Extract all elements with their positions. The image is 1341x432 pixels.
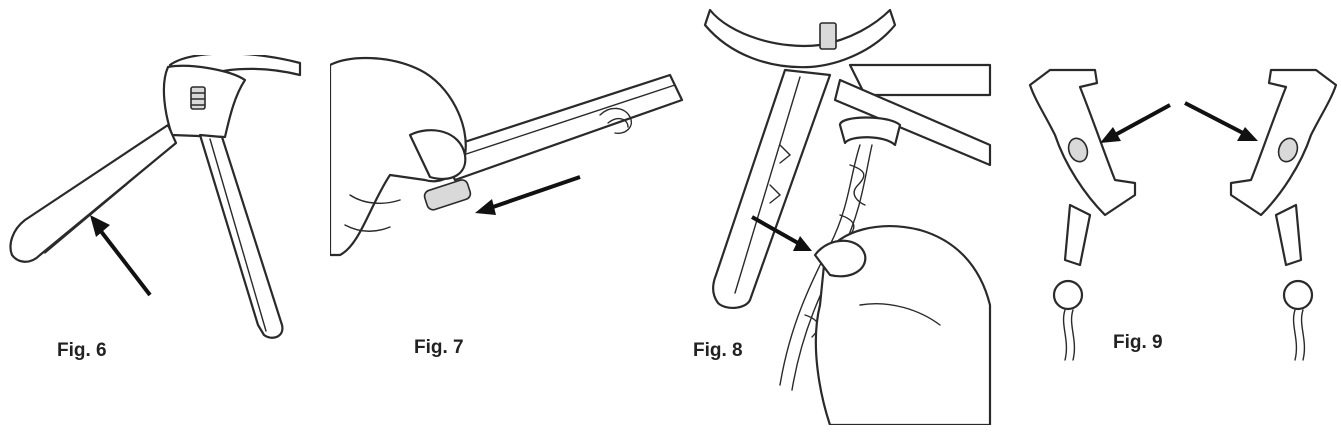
figure-6 [0, 55, 320, 355]
figure-8 [690, 5, 995, 425]
leg-slide-illustration [330, 57, 684, 257]
figure-9-label: Fig. 9 [1113, 332, 1163, 353]
figure-7-label: Fig. 7 [414, 337, 464, 358]
tripod-legs-illustration [9, 55, 302, 339]
figure-8-label: Fig. 8 [693, 340, 743, 361]
figure-7 [330, 55, 690, 265]
lanyard-attach-illustration [703, 8, 992, 425]
clip-buttons-illustration [1028, 68, 1338, 361]
figure-9 [1025, 65, 1341, 365]
figure-6-label: Fig. 6 [57, 340, 107, 361]
